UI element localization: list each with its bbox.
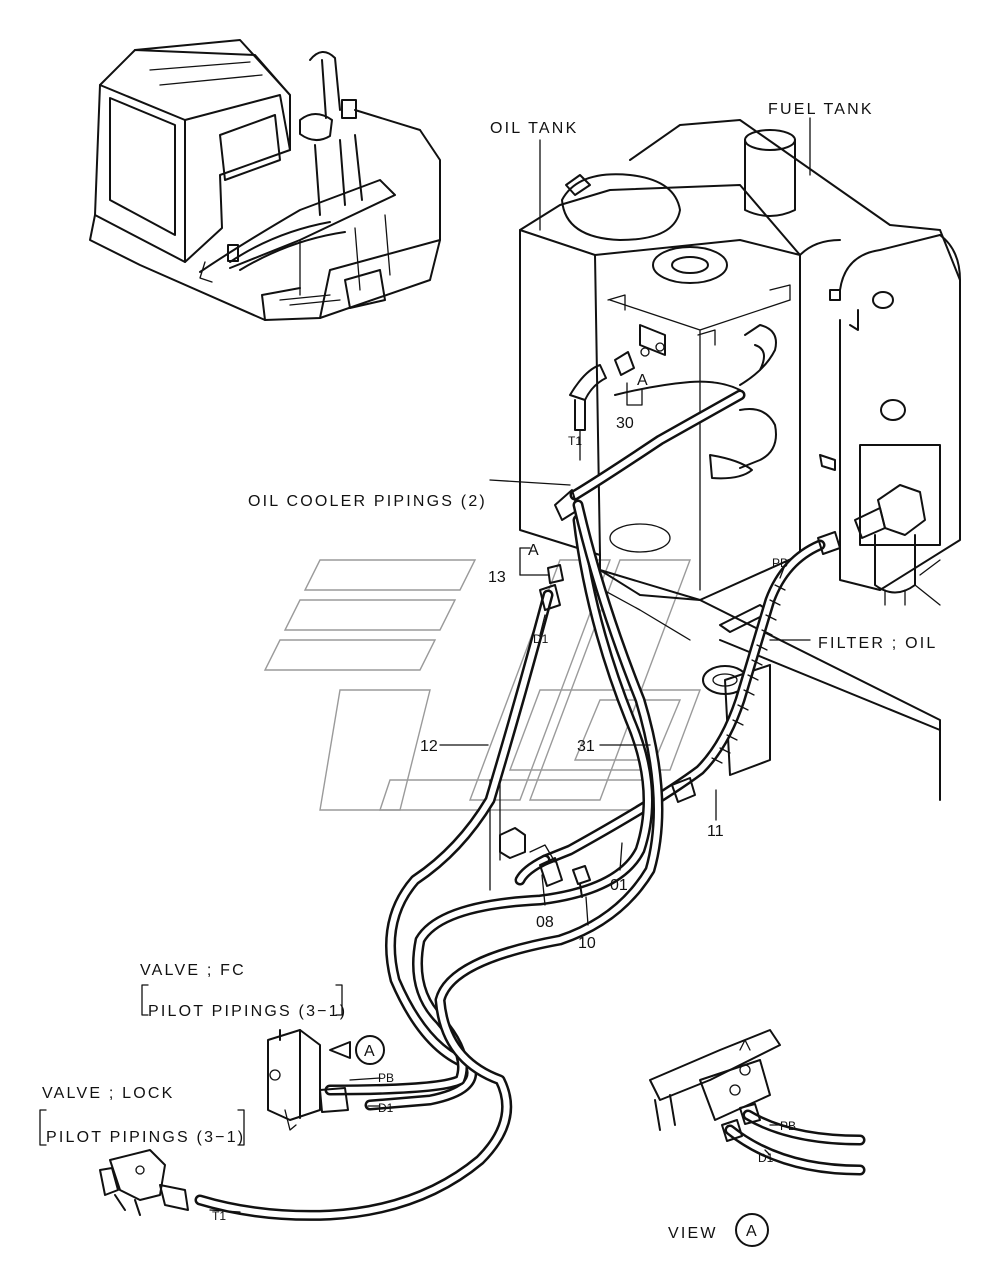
pilot-hoses [194,499,664,1221]
valve-fc-label: VALVE ; FC [140,962,246,979]
frame [489,569,941,891]
port-d1-view: D1 [758,1151,774,1165]
callout-a-letter: A [364,1043,375,1060]
oil-tank [519,173,801,601]
part-11: 11 [707,823,724,840]
oil-cooler-label: OIL COOLER PIPINGS (2) [248,493,487,510]
part-12: 12 [420,738,438,755]
port-pb-upper: PB [772,556,788,570]
part-08: 08 [536,914,554,931]
valve-lock-label: VALVE ; LOCK [42,1085,175,1102]
oil-tank-label: OIL TANK [490,120,578,137]
port-t1-lower: T1 [212,1209,226,1223]
oil-filter [854,484,941,606]
fuel-tank [629,119,961,591]
port-t1-upper: T1 [568,434,582,448]
callout-brackets [39,984,769,1247]
part-10: 10 [578,935,596,952]
hose-11 [514,531,841,886]
fuel-tank-label: FUEL TANK [768,101,874,118]
port-pb-view: PB [780,1119,796,1133]
oil-cooler-piping [554,324,777,521]
port-d1-valve: D1 [378,1101,394,1115]
part-13: 13 [488,569,506,586]
port-a-13: A [528,542,539,559]
view-a-detail [649,1029,866,1176]
pilot-pipings-label-2: PILOT PIPINGS (3−1) [46,1129,245,1146]
part-30: 30 [616,415,634,432]
pilot-pipings-label-1: PILOT PIPINGS (3−1) [148,1003,347,1020]
port-pb-valve: PB [378,1071,394,1085]
lock-valve [99,1149,189,1216]
leader-lines [209,117,811,1213]
view-circle-letter: A [746,1223,757,1240]
port-a-upper: A [637,372,648,389]
fc-valve [267,1029,349,1131]
port-d1-upper: D1 [533,632,549,646]
part-31: 31 [577,738,595,755]
machine-overview [89,39,441,321]
filter-oil-label: FILTER ; OIL [818,635,937,652]
view-label: VIEW [668,1225,718,1242]
part-01: 01 [610,877,628,894]
